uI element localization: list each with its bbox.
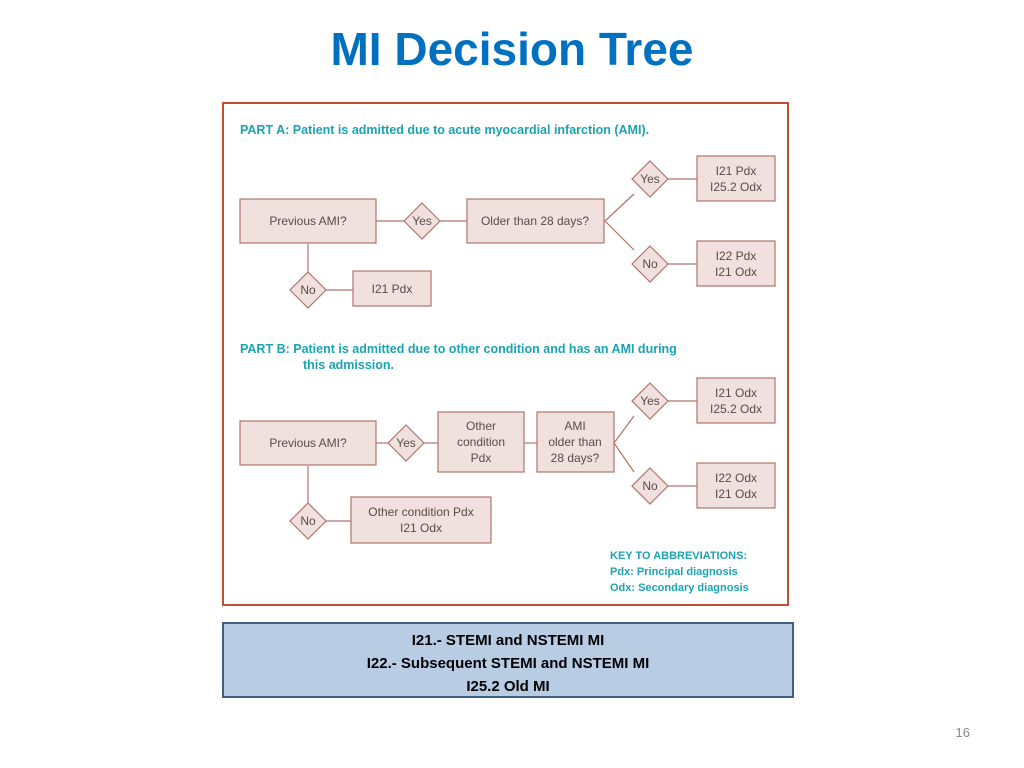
part-b-no-label: No bbox=[300, 514, 316, 528]
part-b-older-no-result-line1: I22 Odx bbox=[715, 471, 757, 485]
slide-title: MI Decision Tree bbox=[330, 23, 694, 75]
part-a-no-result-label: I21 Pdx bbox=[372, 282, 413, 296]
part-b-older-yes-result-line2: I25.2 Odx bbox=[710, 402, 762, 416]
part-a-previous-ami-label: Previous AMI? bbox=[269, 214, 347, 228]
part-b-no-diamond: No bbox=[289, 502, 327, 540]
decision-tree-figure: PART A: Patient is admitted due to acute… bbox=[222, 102, 789, 606]
part-b-older-no-result-box: I22 Odx I21 Odx bbox=[696, 462, 776, 509]
legend-line-i22: I22.- Subsequent STEMI and NSTEMI MI bbox=[366, 655, 650, 672]
part-a-yes-diamond: Yes bbox=[403, 202, 441, 240]
part-b-other-condition-line1: Other bbox=[466, 419, 496, 433]
part-b-older-no-label: No bbox=[642, 479, 658, 493]
part-a-no-diamond: No bbox=[289, 271, 327, 309]
part-b-other-condition-box: Other condition Pdx bbox=[437, 411, 525, 473]
part-a-older-label: Older than 28 days? bbox=[481, 214, 589, 228]
key-odx: Odx: Secondary diagnosis bbox=[610, 582, 749, 594]
part-b-older-yes-label: Yes bbox=[640, 394, 660, 408]
part-a-older-no-result-line2: I21 Odx bbox=[715, 265, 757, 279]
part-a-older-no-label: No bbox=[642, 257, 658, 271]
part-b-no-result-line2: I21 Odx bbox=[400, 521, 442, 535]
part-a-heading: PART A: Patient is admitted due to acute… bbox=[240, 123, 649, 137]
part-b-no-result-line1: Other condition Pdx bbox=[368, 505, 473, 519]
part-a-no-result-box: I21 Pdx bbox=[352, 270, 432, 307]
part-a-yes-label: Yes bbox=[412, 214, 432, 228]
legend-line-i25: I25.2 Old MI bbox=[466, 678, 550, 695]
part-b-ami-older-line1: AMI bbox=[564, 419, 585, 433]
part-b-heading-line2: this admission. bbox=[303, 358, 394, 372]
key-pdx: Pdx: Principal diagnosis bbox=[610, 566, 738, 578]
part-b-previous-ami-box: Previous AMI? bbox=[239, 420, 377, 466]
part-b-ami-older-line3: 28 days? bbox=[551, 451, 600, 465]
part-a-older-yes-diamond: Yes bbox=[631, 160, 669, 198]
part-b-ami-older-line2: older than bbox=[548, 435, 601, 449]
part-b-older-yes-diamond: Yes bbox=[631, 382, 669, 420]
part-a-older-yes-result-box: I21 Pdx I25.2 Odx bbox=[696, 155, 776, 202]
part-b-ami-older-box: AMI older than 28 days? bbox=[536, 411, 615, 473]
abbreviation-key: KEY TO ABBREVIATIONS: Pdx: Principal dia… bbox=[610, 550, 749, 594]
part-b-other-condition-line3: Pdx bbox=[471, 451, 492, 465]
part-a-older-yes-label: Yes bbox=[640, 172, 660, 186]
part-a-older-box: Older than 28 days? bbox=[466, 198, 605, 244]
part-b-yes-diamond: Yes bbox=[387, 424, 425, 462]
part-a-older-yes-result-line1: I21 Pdx bbox=[716, 164, 757, 178]
part-b-older-no-result-line2: I21 Odx bbox=[715, 487, 757, 501]
part-b-no-result-box: Other condition Pdx I21 Odx bbox=[350, 496, 492, 544]
part-a-previous-ami-box: Previous AMI? bbox=[239, 198, 377, 244]
part-b-previous-ami-label: Previous AMI? bbox=[269, 436, 347, 450]
part-b-older-yes-result-box: I21 Odx I25.2 Odx bbox=[696, 377, 776, 424]
page-number: 16 bbox=[955, 725, 970, 740]
part-a-no-label: No bbox=[300, 283, 316, 297]
legend-line-i21: I21.- STEMI and NSTEMI MI bbox=[411, 632, 605, 649]
key-title: KEY TO ABBREVIATIONS: bbox=[610, 550, 747, 562]
part-b-connectors bbox=[307, 400, 697, 522]
code-legend-box: I21.- STEMI and NSTEMI MI I22.- Subseque… bbox=[222, 622, 794, 698]
part-a-older-yes-result-line2: I25.2 Odx bbox=[710, 180, 762, 194]
part-a-connectors bbox=[307, 178, 697, 291]
part-b-other-condition-line2: condition bbox=[457, 435, 505, 449]
part-a-older-no-result-line1: I22 Pdx bbox=[716, 249, 757, 263]
part-b-yes-label: Yes bbox=[396, 436, 416, 450]
part-b-older-yes-result-line1: I21 Odx bbox=[715, 386, 757, 400]
part-a-older-no-result-box: I22 Pdx I21 Odx bbox=[696, 240, 776, 287]
part-a-older-no-diamond: No bbox=[631, 245, 669, 283]
part-b-older-no-diamond: No bbox=[631, 467, 669, 505]
part-b-heading-line1: PART B: Patient is admitted due to other… bbox=[240, 342, 677, 356]
